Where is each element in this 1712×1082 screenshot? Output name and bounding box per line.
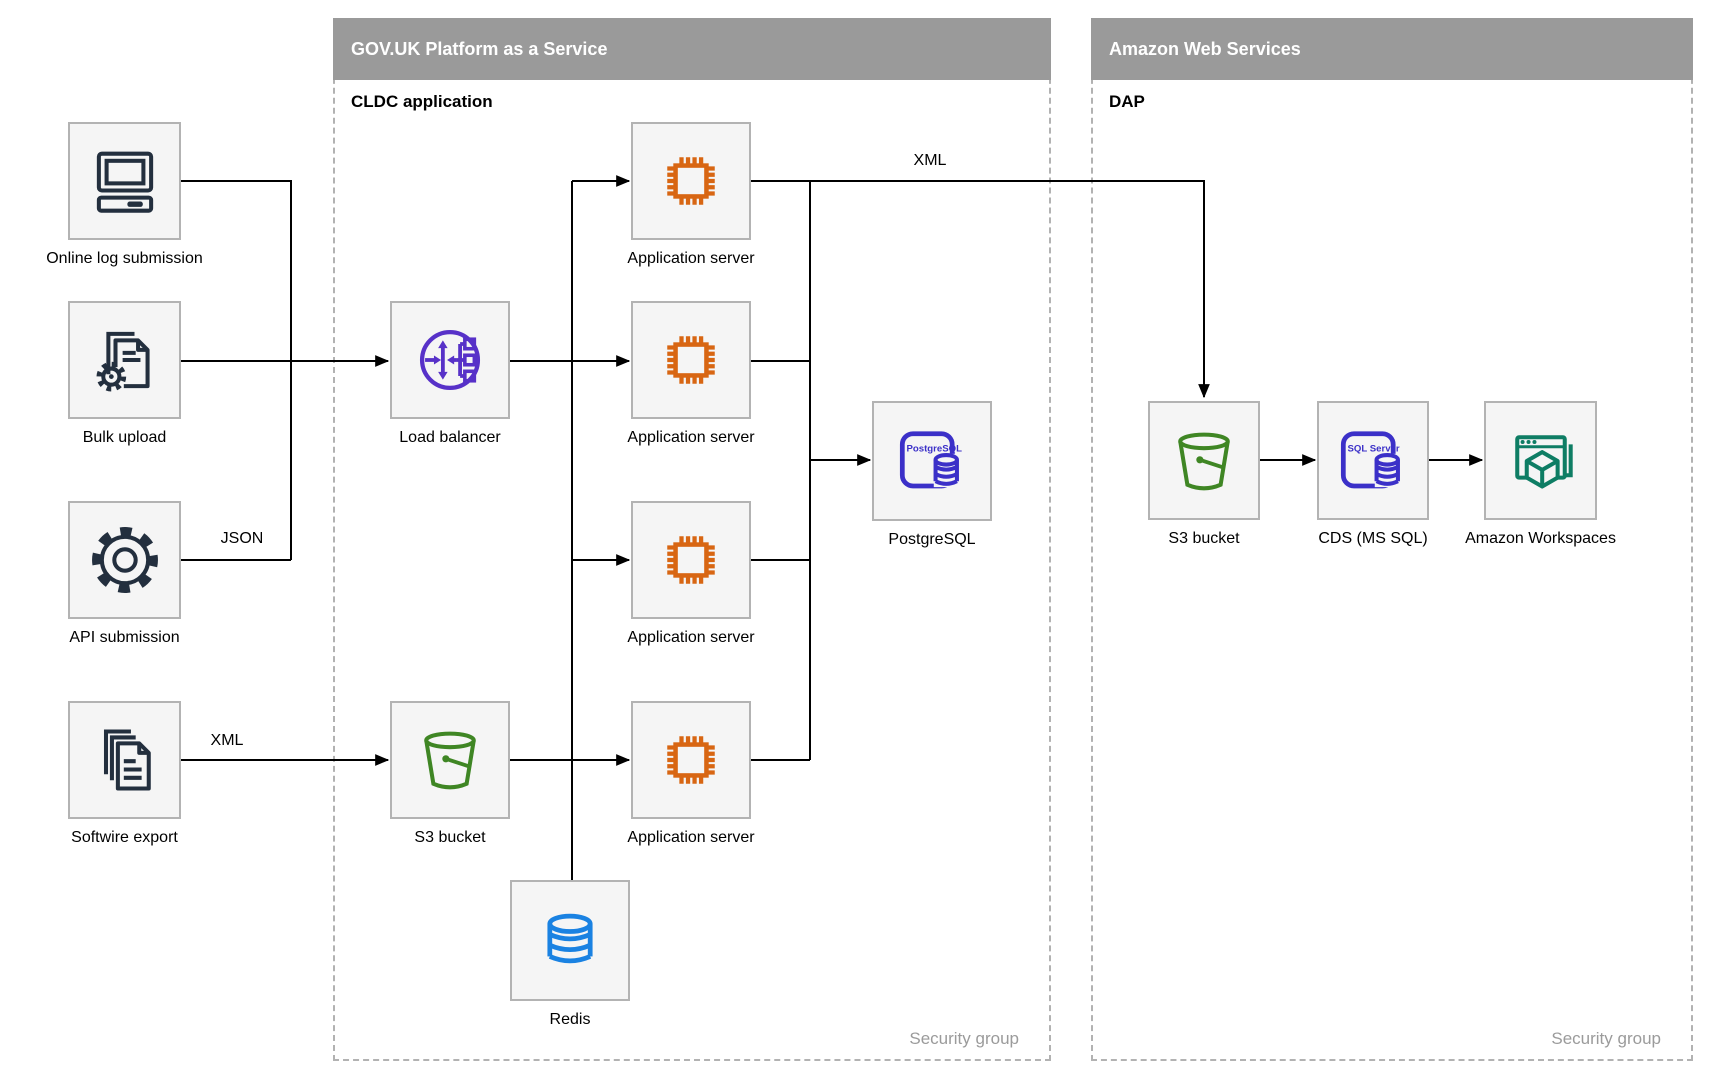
api-submission-node — [68, 501, 181, 619]
container-aws-sublabel: DAP — [1109, 92, 1145, 111]
bucket-icon — [412, 722, 488, 798]
edge-app1-to-s3aws — [751, 180, 1210, 399]
s3-bucket-aws-node — [1148, 401, 1260, 520]
svg-text:PostgreSQL: PostgreSQL — [906, 444, 962, 455]
svg-text:SQL Server: SQL Server — [1347, 443, 1399, 454]
bulk-upload-node — [68, 301, 181, 419]
s3-bucket-paas-label: S3 bucket — [414, 829, 486, 846]
amazon-workspaces-node — [1484, 401, 1597, 520]
app-server-1-label: Application server — [627, 250, 755, 267]
container-paas-sublabel: CLDC application — [351, 92, 493, 111]
sqlserver-db-icon: SQL Server — [1335, 423, 1411, 499]
chip-icon — [653, 522, 729, 598]
chip-icon — [653, 322, 729, 398]
container-paas-title: GOV.UK Platform as a Service — [333, 18, 1051, 80]
edge-label-softwire-to-s3paas: XML — [210, 732, 244, 749]
documents-gear-icon — [87, 322, 163, 398]
postgresql-label: PostgreSQL — [888, 531, 976, 548]
app-server-2-node — [631, 301, 751, 419]
app-server-3-label: Application server — [627, 629, 755, 646]
gear-icon — [87, 522, 163, 598]
bucket-icon — [1166, 423, 1242, 499]
container-aws-title: Amazon Web Services — [1091, 18, 1693, 80]
bulk-upload-label: Bulk upload — [82, 429, 167, 446]
softwire-export-label: Softwire export — [71, 829, 178, 846]
postgres-db-icon: PostgreSQL — [894, 423, 970, 499]
container-paas-security-group-label: Security group — [909, 1029, 1019, 1048]
edge-online-to-junction — [181, 180, 292, 560]
online-log-submission-node — [68, 122, 181, 240]
load-balancer-label: Load balancer — [399, 429, 501, 446]
redis-node — [510, 880, 630, 1001]
amazon-workspaces-label: Amazon Workspaces — [1465, 530, 1616, 547]
edge-label-app1-to-s3aws: XML — [913, 152, 947, 169]
cds-mssql-label: CDS (MS SQL) — [1318, 530, 1428, 547]
online-log-submission-label: Online log submission — [46, 250, 203, 267]
app-server-1-node — [631, 122, 751, 240]
redis-label: Redis — [549, 1011, 591, 1028]
app-server-2-label: Application server — [627, 429, 755, 446]
computer-icon — [87, 143, 163, 219]
workspaces-icon — [1503, 423, 1579, 499]
api-submission-label: API submission — [69, 629, 180, 646]
softwire-export-node — [68, 701, 181, 819]
edge-label-api-to-junction: JSON — [220, 530, 264, 547]
postgresql-node: PostgreSQL — [872, 401, 992, 521]
s3-bucket-aws-label: S3 bucket — [1168, 530, 1240, 547]
cds-mssql-node: SQL Server — [1317, 401, 1429, 520]
load-balancer-icon — [412, 322, 488, 398]
app-server-3-node — [631, 501, 751, 619]
app-server-4-node — [631, 701, 751, 819]
redis-db-icon — [532, 903, 608, 979]
app-server-4-label: Application server — [627, 829, 755, 846]
container-aws-security-group-label: Security group — [1551, 1029, 1661, 1048]
load-balancer-node — [390, 301, 510, 419]
documents-stack-icon — [87, 722, 163, 798]
s3-bucket-paas-node — [390, 701, 510, 819]
chip-icon — [653, 143, 729, 219]
chip-icon — [653, 722, 729, 798]
